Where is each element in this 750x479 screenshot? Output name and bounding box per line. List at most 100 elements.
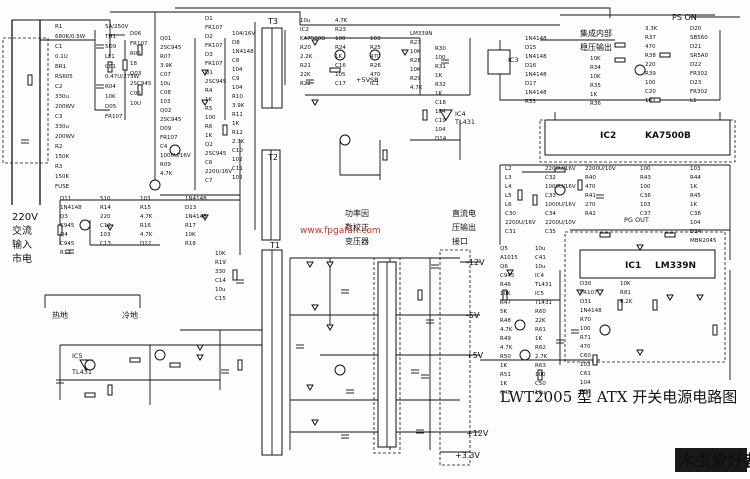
- component-label: 103: [160, 99, 171, 105]
- component-label: 1N4148: [525, 54, 547, 60]
- diode-symbol: [106, 224, 114, 231]
- component-label: 510: [100, 196, 111, 202]
- component-label: R32: [435, 82, 446, 88]
- transistor-symbol: [339, 134, 351, 146]
- component-label: R46: [500, 282, 511, 288]
- component-label: D30: [580, 281, 592, 287]
- out-pos3v3: +3.3V: [455, 451, 480, 460]
- component-label: 10K: [590, 56, 601, 62]
- capacitor-symbol: [431, 264, 439, 269]
- component-label: 103: [100, 232, 111, 238]
- component-label: RS605: [55, 74, 73, 80]
- ic3-ref: IC3: [508, 56, 519, 64]
- component-label: R15: [140, 205, 151, 211]
- resistor-symbol: [237, 359, 243, 371]
- component-label: L6: [505, 202, 512, 208]
- component-label: R14: [100, 205, 111, 211]
- component-label: 4.7K: [410, 85, 423, 91]
- component-label: 330: [215, 269, 226, 275]
- component-label: R27: [410, 40, 421, 46]
- component-label: FR107: [580, 290, 598, 296]
- component-label: 104: [232, 85, 243, 91]
- component-label: C7: [205, 178, 213, 184]
- component-label: 1K: [435, 73, 442, 79]
- cold-ground-label: 冷地: [122, 310, 138, 320]
- component-label: R33: [525, 99, 536, 105]
- capacitor-symbol: [426, 319, 434, 324]
- component-label: 2.2K: [300, 54, 313, 60]
- component-label: R26: [370, 63, 381, 69]
- resistor-symbol: [382, 149, 388, 161]
- component-label: 4.7K: [500, 327, 513, 333]
- component-label: C11: [232, 166, 243, 172]
- component-label: 100: [205, 115, 216, 121]
- pfc-line-2: 数校正: [345, 222, 369, 232]
- capacitor-symbol: [236, 279, 244, 284]
- component-label: 103: [140, 196, 151, 202]
- component-label: D22: [690, 62, 701, 68]
- component-label: 3.3K: [645, 26, 658, 32]
- component-label: 102: [232, 157, 243, 163]
- dc-out-line-3: 接口: [452, 236, 468, 246]
- component-label: R29: [410, 76, 421, 82]
- component-label: 3.9K: [160, 63, 173, 69]
- component-label: 1N4148: [525, 90, 547, 96]
- resistor-symbol: [652, 299, 658, 311]
- component-label: 2200U/10V: [545, 220, 576, 226]
- component-label: C12: [100, 223, 111, 229]
- out-neg12v: -12V: [466, 258, 485, 267]
- component-label: R62: [535, 345, 546, 351]
- component-label: 10u: [300, 18, 310, 24]
- ic2-part: KA7500B: [645, 131, 691, 141]
- transistor-symbol: [334, 49, 346, 61]
- component-label: C6: [205, 160, 213, 166]
- capacitor-symbol: [346, 389, 354, 394]
- resistor-symbol: [222, 124, 228, 136]
- component-label: R43: [640, 175, 651, 181]
- component-label: 270: [585, 202, 596, 208]
- component-label: 100: [580, 326, 591, 332]
- component-label: 470: [370, 72, 381, 78]
- component-label: R21: [300, 63, 311, 69]
- component-label: R50: [500, 354, 511, 360]
- component-label: TL431: [534, 282, 552, 288]
- component-label: C10: [232, 148, 243, 154]
- component-label: C41: [535, 255, 546, 261]
- pfc-choke: [377, 261, 397, 448]
- resistor-symbol: [329, 67, 341, 73]
- resistor-symbol: [137, 44, 143, 56]
- component-label: C38: [690, 211, 701, 217]
- diode-symbol: [306, 384, 314, 391]
- resistor-symbol: [137, 84, 143, 96]
- component-label: D31: [580, 299, 591, 305]
- component-label: D3: [205, 52, 213, 58]
- component-label: C9: [232, 76, 240, 82]
- t1-label: T1: [269, 241, 280, 250]
- component-label: C1: [55, 44, 62, 50]
- component-label: D15: [525, 45, 537, 51]
- component-label: R80: [580, 389, 591, 395]
- ic4-block: IC4 TL431: [439, 109, 475, 126]
- component-label: R39: [645, 71, 656, 77]
- component-label: L4: [505, 184, 512, 190]
- transistor-symbol: [154, 349, 166, 361]
- logo-subtext: www.5ahr.com: [706, 467, 746, 473]
- component-label: R38: [645, 53, 656, 59]
- component-label: C30: [505, 211, 516, 217]
- component-label: 10K: [590, 74, 601, 80]
- component-label: 5D9: [105, 44, 117, 50]
- t3-label: T3: [267, 17, 278, 26]
- component-label: D20: [690, 26, 702, 32]
- component-label: 1K: [500, 363, 507, 369]
- component-label: Q3: [60, 214, 68, 220]
- capacitor-symbol: [441, 59, 449, 64]
- component-label: 103: [645, 98, 656, 104]
- component-label: R24: [335, 45, 346, 51]
- component-label: 22K: [300, 72, 311, 78]
- component-label: 10K: [105, 94, 116, 100]
- component-label: R42: [585, 211, 596, 217]
- component-label: 0.1U: [55, 54, 68, 60]
- component-label: C35: [545, 229, 556, 235]
- component-label: L3: [505, 175, 512, 181]
- component-label: R11: [232, 112, 243, 118]
